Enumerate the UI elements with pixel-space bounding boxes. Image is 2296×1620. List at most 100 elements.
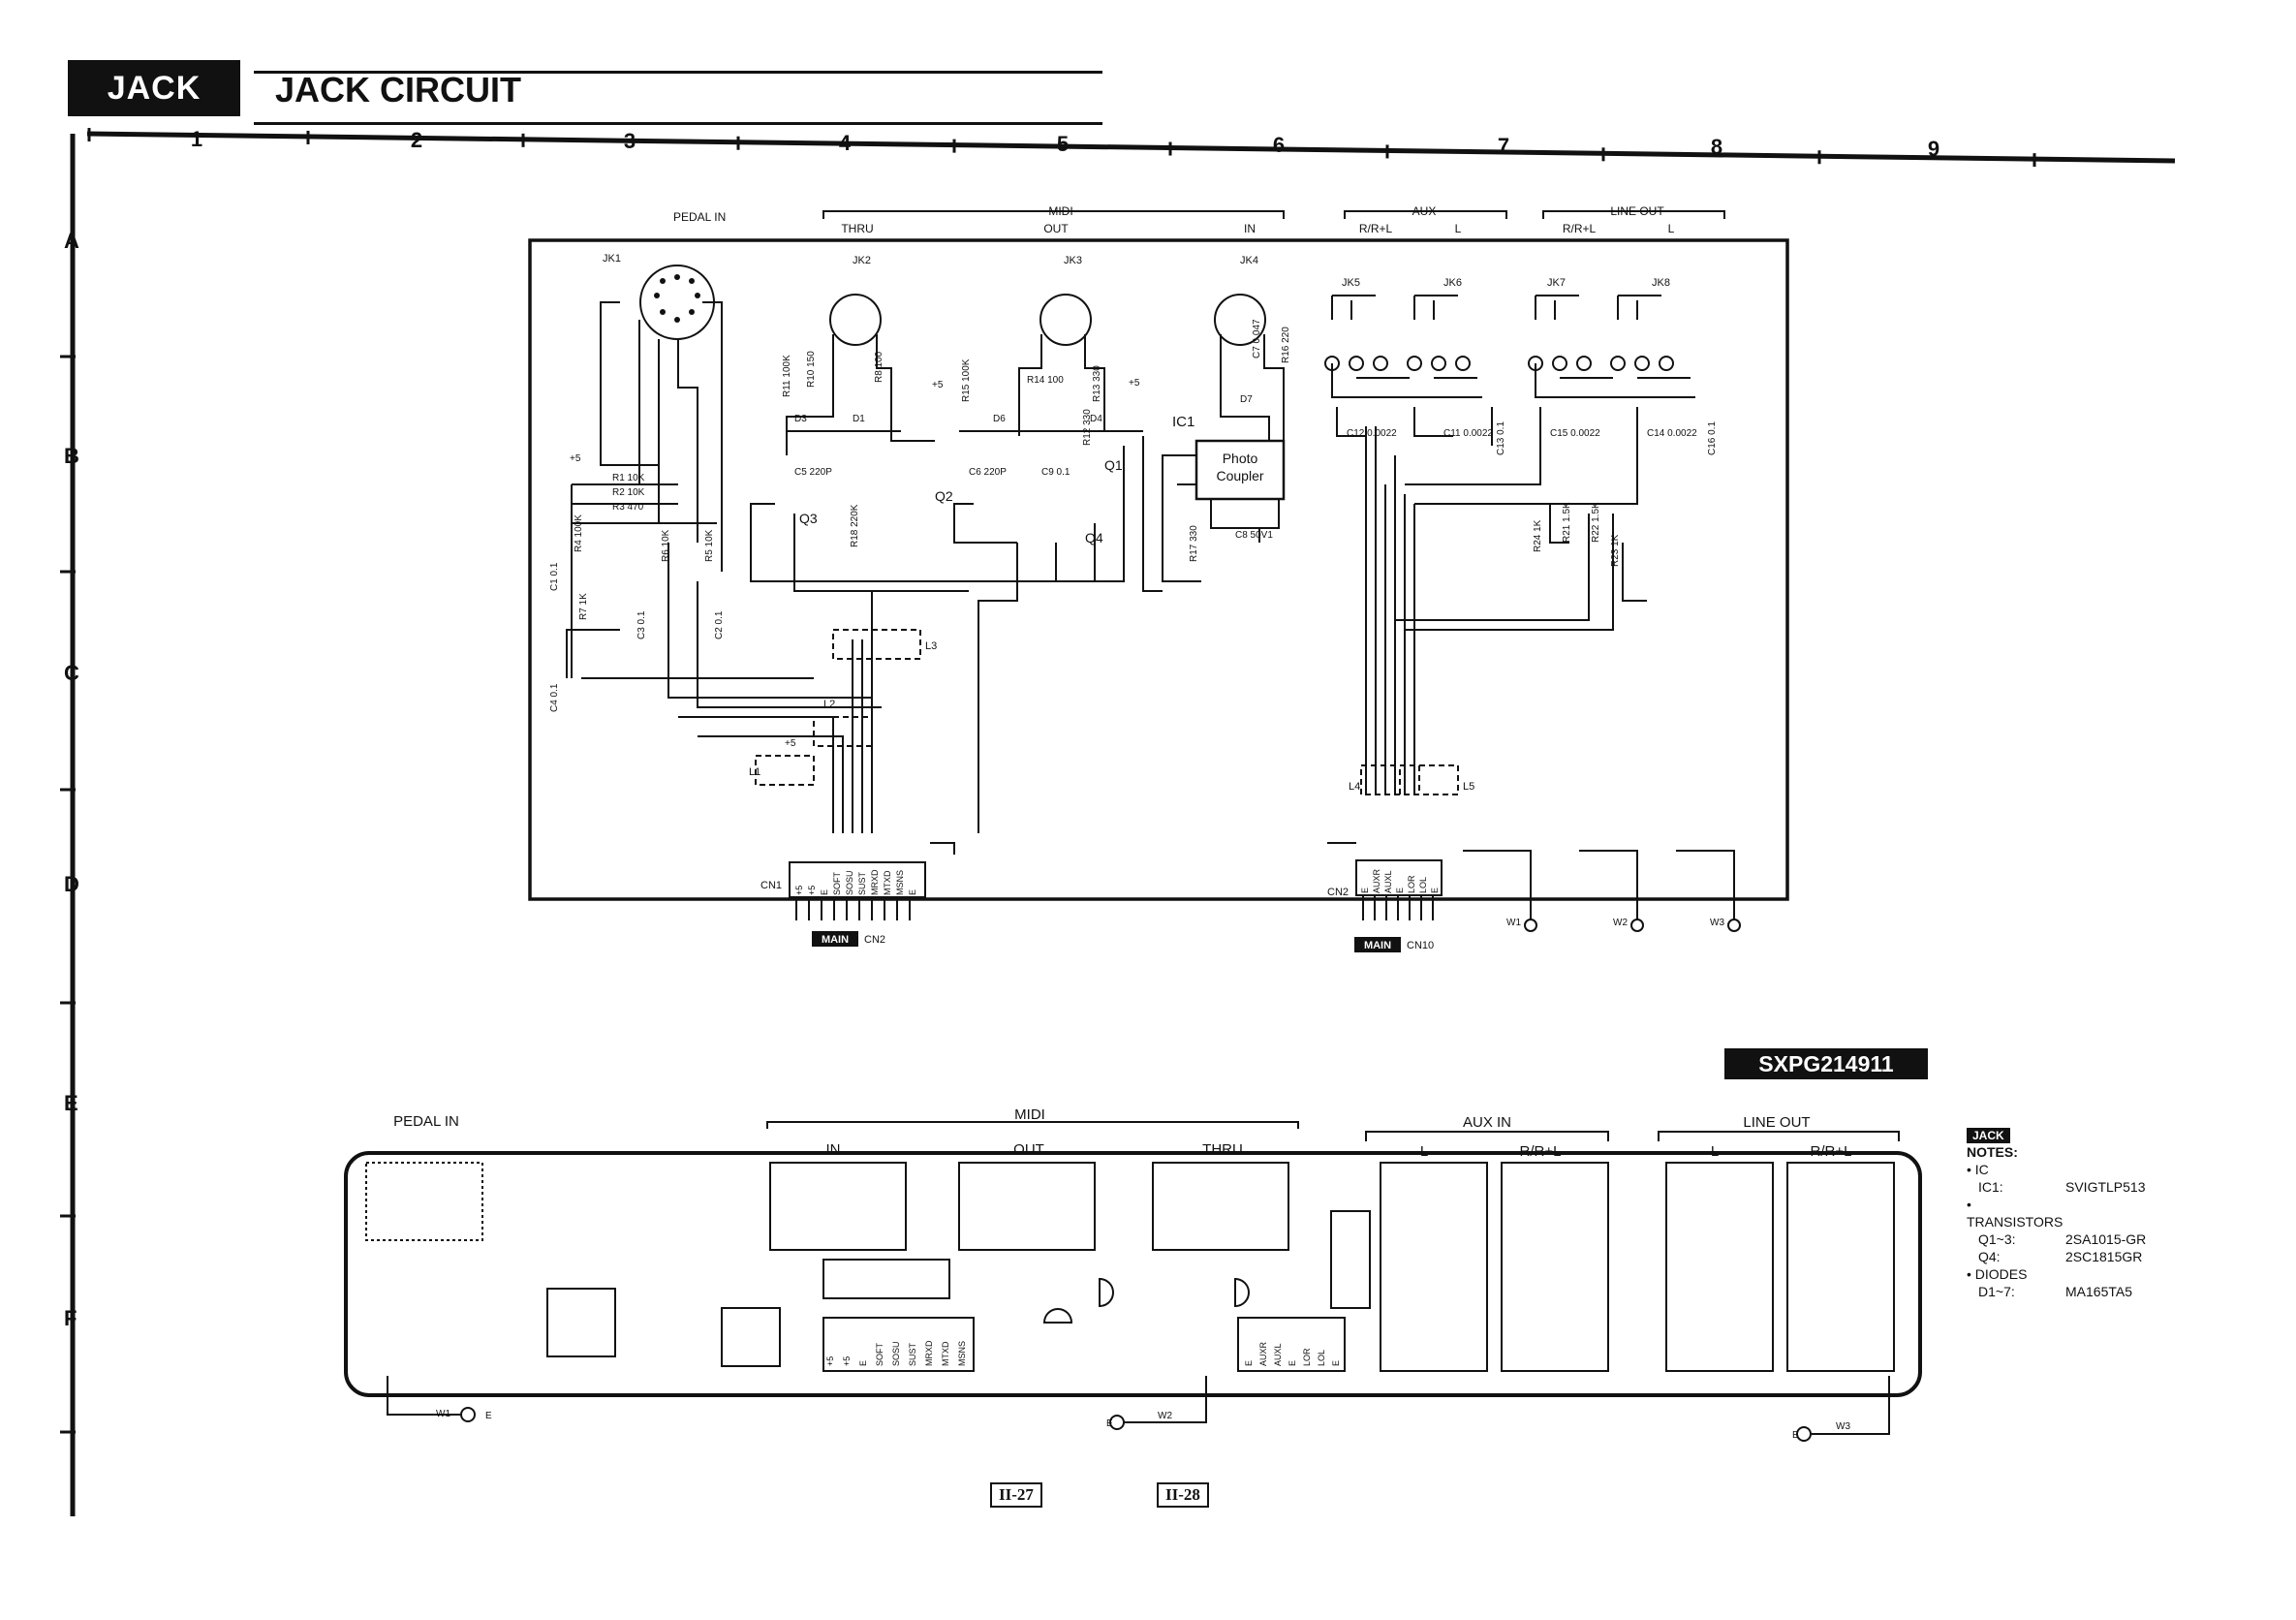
note-item: • DIODES	[1967, 1265, 2146, 1283]
board-out-label: OUT	[1013, 1141, 1044, 1158]
resistor-r21: R21 1.5K	[1562, 502, 1572, 543]
resistor-r10: R10 150	[806, 351, 817, 388]
cn1-label: CN1	[760, 880, 782, 891]
board-cn1-pin-3: E	[858, 1360, 868, 1366]
board-line-out-label: LINE OUT	[1743, 1114, 1810, 1131]
main-cn10-label: CN10	[1407, 940, 1434, 951]
jack-label-jk3: JK3	[1064, 255, 1082, 266]
note-item: • IC	[1967, 1161, 2146, 1178]
inductor-l3	[832, 629, 921, 660]
board-jk3	[958, 1162, 1096, 1251]
title-rule-top	[254, 71, 1102, 74]
note-key: • TRANSISTORS	[1967, 1197, 2063, 1230]
line-out-bracket	[1542, 210, 1725, 219]
jk3-din-connector	[1039, 294, 1092, 346]
midi-out-label: OUT	[1043, 222, 1069, 235]
board-w3-label: W3	[1836, 1421, 1850, 1432]
w2-terminal	[1630, 919, 1644, 932]
jk7-jack	[1535, 295, 1579, 320]
jack-pin-circles	[1324, 356, 1674, 371]
cn1-pin-4: SOFT	[832, 871, 842, 895]
board-midi-label: MIDI	[1014, 1106, 1045, 1123]
board-aux-in-label: AUX IN	[1463, 1114, 1511, 1131]
cn2-pin-5: LOR	[1407, 875, 1416, 893]
capacitor-c6: C6 220P	[969, 467, 1007, 478]
board-cn1-pin-8: MTXD	[941, 1341, 950, 1366]
diode-d1: D1	[853, 414, 865, 424]
midi-label: MIDI	[1048, 204, 1072, 218]
board-q4	[1042, 1308, 1073, 1324]
note-value: MA165TA5	[2065, 1284, 2132, 1299]
capacitor-c13: C13 0.1	[1496, 421, 1506, 455]
note-key: • DIODES	[1967, 1266, 2028, 1282]
capacitor-c5: C5 220P	[794, 467, 832, 478]
board-e-label-1: E	[485, 1411, 492, 1421]
note-key: Q1~3:	[1978, 1231, 2016, 1247]
board-l1	[721, 1307, 781, 1367]
jk8-jack	[1617, 295, 1661, 320]
jack-label-jk1: JK1	[603, 253, 621, 265]
cn2-label: CN2	[1327, 887, 1349, 898]
board-jk1	[365, 1162, 483, 1241]
cn1-pin-5: SOSU	[845, 870, 854, 895]
capacitor-c8: C8 50V1	[1235, 530, 1273, 541]
pcb-board-outline	[344, 1151, 1922, 1397]
board-jk7	[1786, 1162, 1895, 1372]
supply-label-3: +5	[932, 380, 944, 390]
line-l-label: L	[1668, 222, 1675, 235]
column-ticks	[87, 128, 2036, 168]
diode-d6: D6	[993, 414, 1006, 424]
resistor-r8: R8 100	[874, 351, 884, 383]
board-ic1	[546, 1288, 616, 1357]
line-rrl-label: R/R+L	[1563, 222, 1597, 235]
inductor-label-l2: L2	[823, 699, 835, 710]
capacitor-c2: C2 0.1	[714, 610, 725, 639]
main-badge-cn10: MAIN	[1364, 940, 1391, 951]
board-jk6	[1380, 1162, 1488, 1372]
capacitor-c1: C1 0.1	[549, 562, 560, 591]
board-jk4	[769, 1162, 907, 1251]
board-thru-label: THRU	[1202, 1141, 1243, 1158]
diode-d4: D4	[1090, 414, 1102, 424]
cn2-pin-3: AUXL	[1383, 870, 1393, 893]
jk6-jack	[1413, 295, 1458, 320]
board-pedal-in-label: PEDAL IN	[393, 1113, 459, 1130]
note-item: D1~7: MA165TA5	[1967, 1283, 2146, 1300]
note-key: IC1:	[1978, 1179, 2003, 1195]
resistor-r15: R15 100K	[961, 358, 972, 402]
board-e-label-2: E	[1106, 1418, 1113, 1429]
jack-label-jk8: JK8	[1652, 277, 1670, 289]
part-number: SXPG214911	[1724, 1048, 1928, 1079]
board-cn2-pin-5: LOR	[1302, 1348, 1312, 1366]
resistor-r7: R7 1K	[578, 593, 589, 620]
board-cn1-pin-7: MRXD	[924, 1340, 934, 1366]
wire-w1-label: W1	[1506, 918, 1521, 928]
cn1-pin-9: MSNS	[895, 870, 905, 895]
page-number-right: II-28	[1157, 1482, 1209, 1508]
ic1-text-coupler: Coupler	[1216, 468, 1263, 483]
wire-w3-label: W3	[1710, 918, 1724, 928]
resistor-r11: R11 100K	[782, 355, 792, 397]
pedal-in-label: PEDAL IN	[673, 210, 726, 224]
resistor-r3: R3 470	[612, 502, 644, 513]
note-key: D1~7:	[1978, 1284, 2015, 1299]
aux-l-label: L	[1455, 222, 1462, 235]
board-q3	[1234, 1277, 1250, 1308]
note-key: • IC	[1967, 1162, 1989, 1177]
note-item: IC1:SVIGTLP513	[1967, 1178, 2146, 1196]
resistor-r12: R12 330	[1082, 409, 1093, 446]
board-w2-label: W2	[1158, 1411, 1172, 1421]
cn2-pin-7: E	[1430, 888, 1440, 893]
jk5-jack	[1331, 295, 1376, 320]
section-tab: JACK	[68, 60, 240, 116]
photo-coupler-ic1	[1195, 439, 1286, 501]
jk2-din-connector	[829, 294, 882, 346]
capacitor-c3: C3 0.1	[636, 610, 647, 639]
cn1-pin-7: MRXD	[870, 869, 880, 895]
board-cn1-pin-5: SOSU	[891, 1341, 901, 1366]
capacitor-c11: C11 0.0022	[1443, 428, 1493, 439]
ic1-label: IC1	[1172, 414, 1195, 430]
capacitor-c15: C15 0.0022	[1550, 428, 1600, 439]
note-key: Q4:	[1978, 1249, 2001, 1264]
